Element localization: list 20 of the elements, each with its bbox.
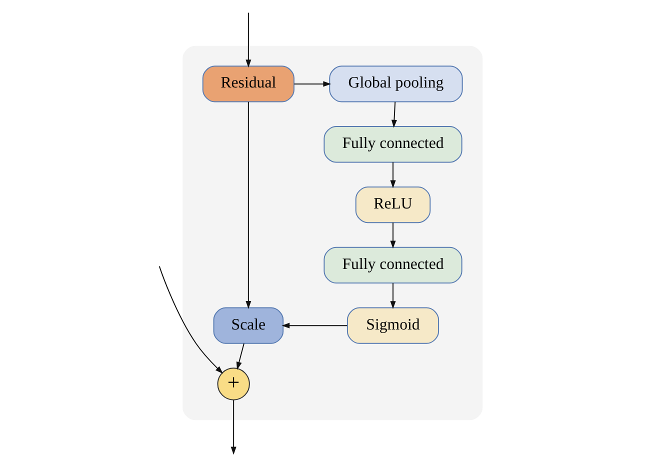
arrow bbox=[158, 266, 223, 374]
arrow bbox=[390, 282, 396, 310]
node-box: Scale bbox=[212, 307, 284, 344]
node-box: Fully connected bbox=[323, 246, 462, 284]
arrow bbox=[230, 400, 236, 455]
arrow bbox=[281, 322, 348, 328]
arrow bbox=[293, 81, 331, 87]
node-box: Fully connected bbox=[323, 126, 462, 163]
arrow bbox=[390, 222, 396, 249]
cluster bbox=[182, 46, 482, 420]
arrow bbox=[245, 12, 251, 68]
arrow bbox=[236, 343, 244, 370]
node-box: Residual bbox=[202, 66, 294, 102]
arrow bbox=[245, 101, 251, 309]
node-box: Sigmoid bbox=[346, 307, 439, 344]
node-box: ReLU bbox=[354, 186, 430, 224]
node-circle: + bbox=[216, 368, 250, 400]
arrow bbox=[390, 162, 396, 188]
arrow bbox=[390, 101, 396, 128]
node-box: Global pooling bbox=[328, 66, 462, 102]
